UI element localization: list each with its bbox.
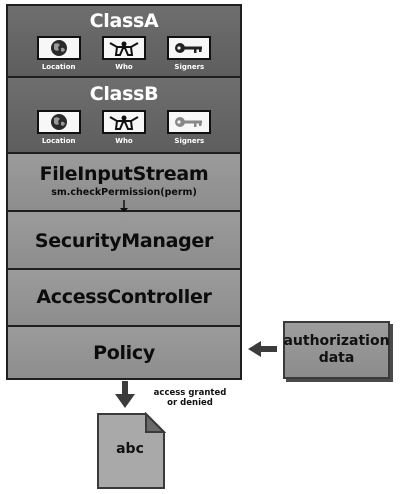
access-controller-title: AccessController <box>36 286 212 308</box>
class-a-signers: Signers <box>163 36 215 71</box>
or-denied-text: or denied <box>167 398 213 408</box>
security-manager-title: SecurityManager <box>34 230 214 252</box>
person-icon <box>101 36 146 60</box>
authorization-data-label: data <box>318 350 355 366</box>
class-a-icons: Location Who <box>8 36 240 71</box>
key-icon <box>167 110 212 134</box>
access-granted-text: access granted <box>153 388 227 398</box>
class-b-location: Location <box>33 110 85 145</box>
policy-layer: Policy <box>8 327 240 378</box>
class-a-who: Who <box>98 36 150 71</box>
class-a-location: Location <box>33 36 85 71</box>
access-result-label: access granted or denied <box>150 388 230 408</box>
file-label: abc <box>116 441 144 457</box>
class-b-icons: Location Who <box>8 110 240 145</box>
class-b-who-label: Who <box>115 137 133 145</box>
check-permission-call: sm.checkPermission(perm) <box>51 187 197 198</box>
class-b-title: ClassB <box>89 83 159 105</box>
file-icon <box>96 411 167 494</box>
class-b-layer: ClassB Location <box>8 78 240 154</box>
class-a-layer: ClassA Location <box>8 6 240 78</box>
class-b-signers: Signers <box>163 110 215 145</box>
class-b-location-label: Location <box>41 137 76 145</box>
authorization-label: authorization <box>283 333 390 349</box>
authorization-data-box: authorization data <box>283 321 390 379</box>
down-arrow-icon <box>115 381 135 413</box>
class-b-who: Who <box>98 110 150 145</box>
class-a-who-label: Who <box>115 63 133 71</box>
class-a-title: ClassA <box>89 10 159 32</box>
globe-icon <box>36 36 81 60</box>
left-arrow-icon <box>248 340 278 362</box>
down-arrow-icon <box>119 199 129 218</box>
class-a-location-label: Location <box>41 63 76 71</box>
file-input-stream-layer: FileInputStream sm.checkPermission(perm) <box>8 154 240 213</box>
access-controller-layer: AccessController <box>8 270 240 327</box>
globe-icon <box>36 110 81 134</box>
security-manager-layer: SecurityManager <box>8 212 240 270</box>
policy-title: Policy <box>93 342 155 364</box>
person-icon <box>101 110 146 134</box>
class-b-signers-label: Signers <box>174 137 205 145</box>
security-architecture-stack: ClassA Location <box>6 4 242 380</box>
class-a-signers-label: Signers <box>174 63 205 71</box>
key-icon <box>167 36 212 60</box>
file-input-stream-title: FileInputStream <box>39 163 209 185</box>
